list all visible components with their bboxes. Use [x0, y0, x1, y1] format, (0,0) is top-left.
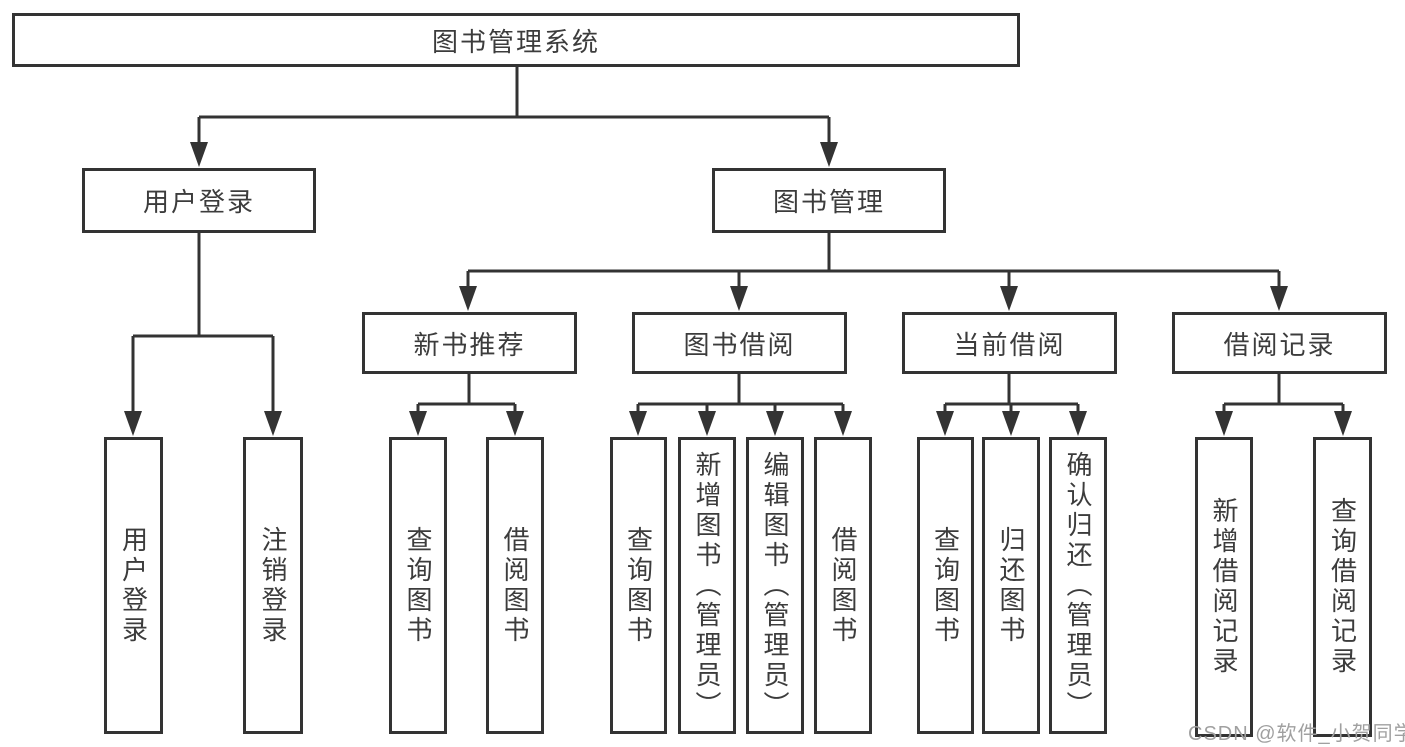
connector-root-to-level2 — [197, 67, 831, 146]
leaf-user-login: 用户登录 — [104, 437, 163, 734]
leaf-query-books-borrow: 查询图书 — [610, 437, 667, 734]
leaf-borrow-books-recommend: 借阅图书 — [486, 437, 544, 734]
node-book-management-label: 图书管理 — [772, 187, 885, 217]
connector-current-borrow-children — [943, 374, 1080, 415]
node-book-borrow: 图书借阅 — [632, 312, 847, 374]
node-borrow-records: 借阅记录 — [1172, 312, 1387, 374]
connector-book-borrow-children — [636, 374, 845, 415]
node-current-borrow-label: 当前借阅 — [953, 329, 1066, 360]
node-root-system: 图书管理系统 — [12, 13, 1020, 67]
node-book-borrow-label: 图书借阅 — [683, 329, 796, 360]
leaf-query-books-recommend: 查询图书 — [389, 437, 447, 734]
node-user-login: 用户登录 — [82, 168, 316, 233]
leaf-confirm-return-admin: 确认归还（管理员） — [1049, 437, 1107, 734]
node-current-borrow: 当前借阅 — [902, 312, 1117, 374]
csdn-watermark: CSDN @软件_小贺同学 — [1188, 723, 1405, 745]
connector-new-book-recommend-children — [416, 374, 517, 415]
node-new-book-recommend-label: 新书推荐 — [413, 329, 526, 360]
arrowheads — [124, 142, 1352, 436]
leaf-add-books-admin: 新增图书（管理员） — [678, 437, 736, 734]
node-new-book-recommend: 新书推荐 — [362, 312, 577, 374]
leaf-return-books: 归还图书 — [982, 437, 1040, 734]
leaf-logout: 注销登录 — [243, 437, 303, 734]
leaf-add-borrow-record: 新增借阅记录 — [1195, 437, 1253, 737]
leaf-query-borrow-record: 查询借阅记录 — [1313, 437, 1372, 737]
connector-user-login-children — [131, 233, 275, 415]
node-borrow-records-label: 借阅记录 — [1223, 329, 1336, 360]
connector-book-management-children — [466, 233, 1281, 290]
leaf-query-books-current: 查询图书 — [917, 437, 974, 734]
leaf-borrow-books: 借阅图书 — [814, 437, 872, 734]
connector-borrow-records-children — [1222, 374, 1345, 415]
node-user-login-label: 用户登录 — [142, 187, 255, 217]
leaf-edit-books-admin: 编辑图书（管理员） — [746, 437, 804, 734]
node-root-system-label: 图书管理系统 — [431, 26, 600, 57]
node-book-management: 图书管理 — [712, 168, 946, 233]
